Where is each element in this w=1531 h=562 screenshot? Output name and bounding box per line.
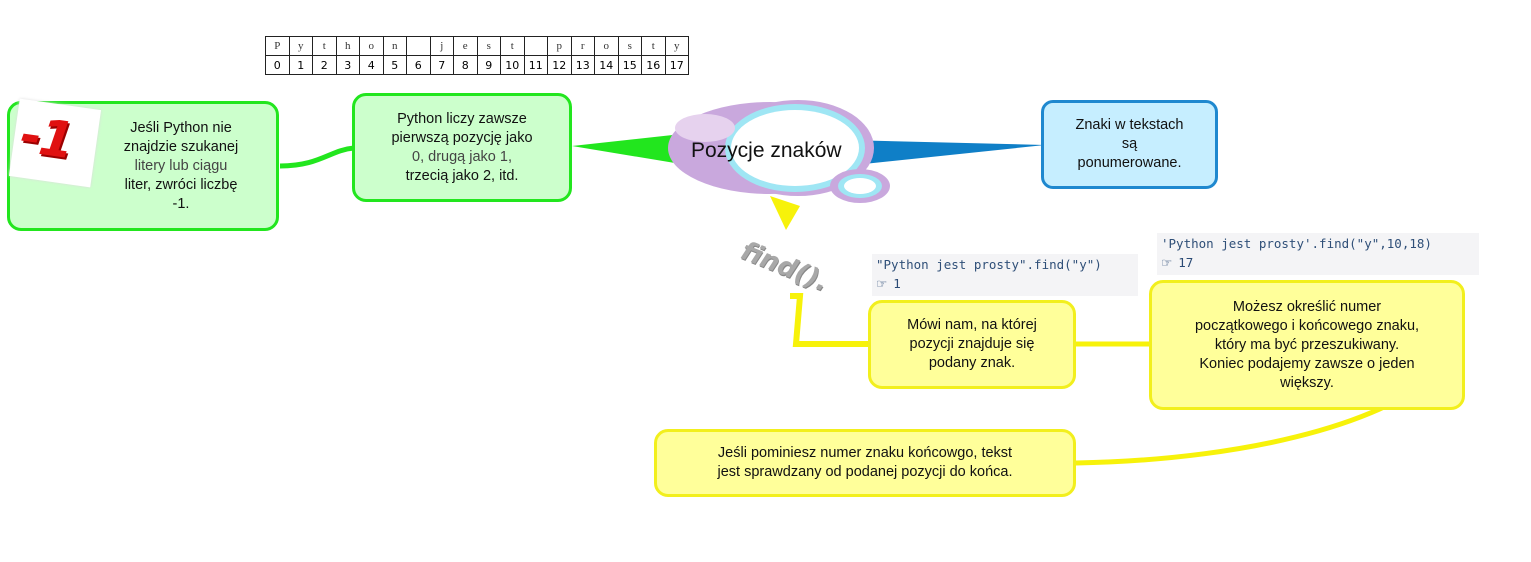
center-small-right-core [844,178,876,194]
index-cell: 13 [570,55,595,75]
char-cell: t [641,36,666,56]
minus-one-icon-text: -1 [16,105,76,171]
char-cell [523,36,548,56]
node-line: ponumerowane. [1077,155,1182,171]
char-cell: o [359,36,384,56]
node-numbered[interactable]: Znaki w tekstach są ponumerowane. [1041,100,1218,189]
node-line: Jeśli pominiesz numer znaku końcowgo, te… [717,445,1013,461]
node-line: jest sprawdzany od podanej pozycji do ko… [717,464,1013,480]
char-cell: t [312,36,337,56]
index-cell: 7 [429,55,454,75]
index-cell: 1 [288,55,313,75]
node-line: Znaki w tekstach [1075,117,1184,133]
node-line: pierwszą pozycję jako [391,129,533,146]
char-cell: y [288,36,313,56]
code-result: 17 [1178,255,1194,270]
node-line: Możesz określić numer [1232,298,1382,315]
thumb-icon: ☞ [1161,255,1173,270]
index-cell: 10 [500,55,525,75]
index-cell: 16 [641,55,666,75]
index-cell: 12 [547,55,572,75]
blue-branch [845,140,1045,166]
index-cell: 3 [335,55,360,75]
char-cell: j [429,36,454,56]
center-core [731,110,859,186]
char-cell: e [453,36,478,56]
code-expression: "Python jest prosty".find("y") [876,257,1102,272]
index-row: 0 1 2 3 4 5 6 7 8 9 10 11 12 13 14 15 16… [265,55,689,75]
char-cell: s [476,36,501,56]
center-small-left [675,114,735,142]
code-result: 1 [893,276,901,291]
node-minus-one-text: Jeśli Python nie znajdzie szukanej liter… [106,119,256,214]
char-cell: h [335,36,360,56]
index-cell: 5 [382,55,407,75]
code-expression: 'Python jest prosty'.find("y",10,18) [1161,236,1432,251]
index-cell: 15 [617,55,642,75]
central-topic-title[interactable]: Pozycje znaków [691,139,842,162]
minus-one-icon: -1 [8,98,102,188]
char-cell: t [500,36,525,56]
node-range[interactable]: Możesz określić numer początkowego i koń… [1149,280,1465,410]
node-line: 0, drugą jako 1, [412,148,512,165]
node-line: trzecią jako 2, itd. [405,167,519,184]
node-find[interactable]: Mówi nam, na której pozycji znajduje się… [868,300,1076,389]
index-cell: 17 [664,55,689,75]
node-line: podany znak. [928,355,1016,371]
node-line: Jeśli Python nie [130,119,232,136]
index-cell: 9 [476,55,501,75]
node-line: są [1121,136,1138,152]
character-index-table: P y t h o n j e s t p r o s t y 0 1 2 3 … [265,36,689,75]
index-cell: 4 [359,55,384,75]
yellow-branch-bottom [790,293,868,347]
code-result-line: ☞ 17 [1161,255,1475,270]
index-cell: 6 [406,55,431,75]
node-line: który ma być przeszukiwany. [1214,336,1400,353]
index-cell: 14 [594,55,619,75]
index-cell: 11 [523,55,548,75]
code-snippet-find: "Python jest prosty".find("y") ☞1 [872,254,1138,296]
node-line: większy. [1280,374,1334,391]
code-result-line: ☞1 [876,276,1134,291]
char-cell: p [547,36,572,56]
green-link [279,145,355,169]
index-cell: 8 [453,55,478,75]
node-line: Mówi nam, na której [907,317,1037,333]
code-snippet-find-range: 'Python jest prosty'.find("y",10,18) ☞ 17 [1157,233,1479,275]
char-row: P y t h o n j e s t p r o s t y [265,36,689,56]
node-line: liter, zwróci liczbę [124,176,238,193]
char-cell: r [570,36,595,56]
char-cell: y [664,36,689,56]
node-line: -1. [172,195,190,212]
char-cell: P [265,36,290,56]
node-zero-index[interactable]: Python liczy zawsze pierwszą pozycję jak… [352,93,572,202]
index-cell: 2 [312,55,337,75]
node-no-end[interactable]: Jeśli pominiesz numer znaku końcowgo, te… [654,429,1076,497]
char-cell [406,36,431,56]
char-cell: s [617,36,642,56]
yellow-branch-top [770,196,800,230]
node-line: Koniec podajemy zawsze o jeden [1199,355,1415,372]
node-line: Python liczy zawsze [397,110,527,127]
thumb-icon: ☞ [876,276,888,291]
index-cell: 0 [265,55,290,75]
node-line: litery lub ciągu [134,157,228,174]
char-cell: n [382,36,407,56]
node-line: początkowego i końcowego znaku, [1194,317,1420,334]
node-line: pozycji znajduje się [909,336,1035,352]
char-cell: o [594,36,619,56]
node-line: znajdzie szukanej [123,138,239,155]
